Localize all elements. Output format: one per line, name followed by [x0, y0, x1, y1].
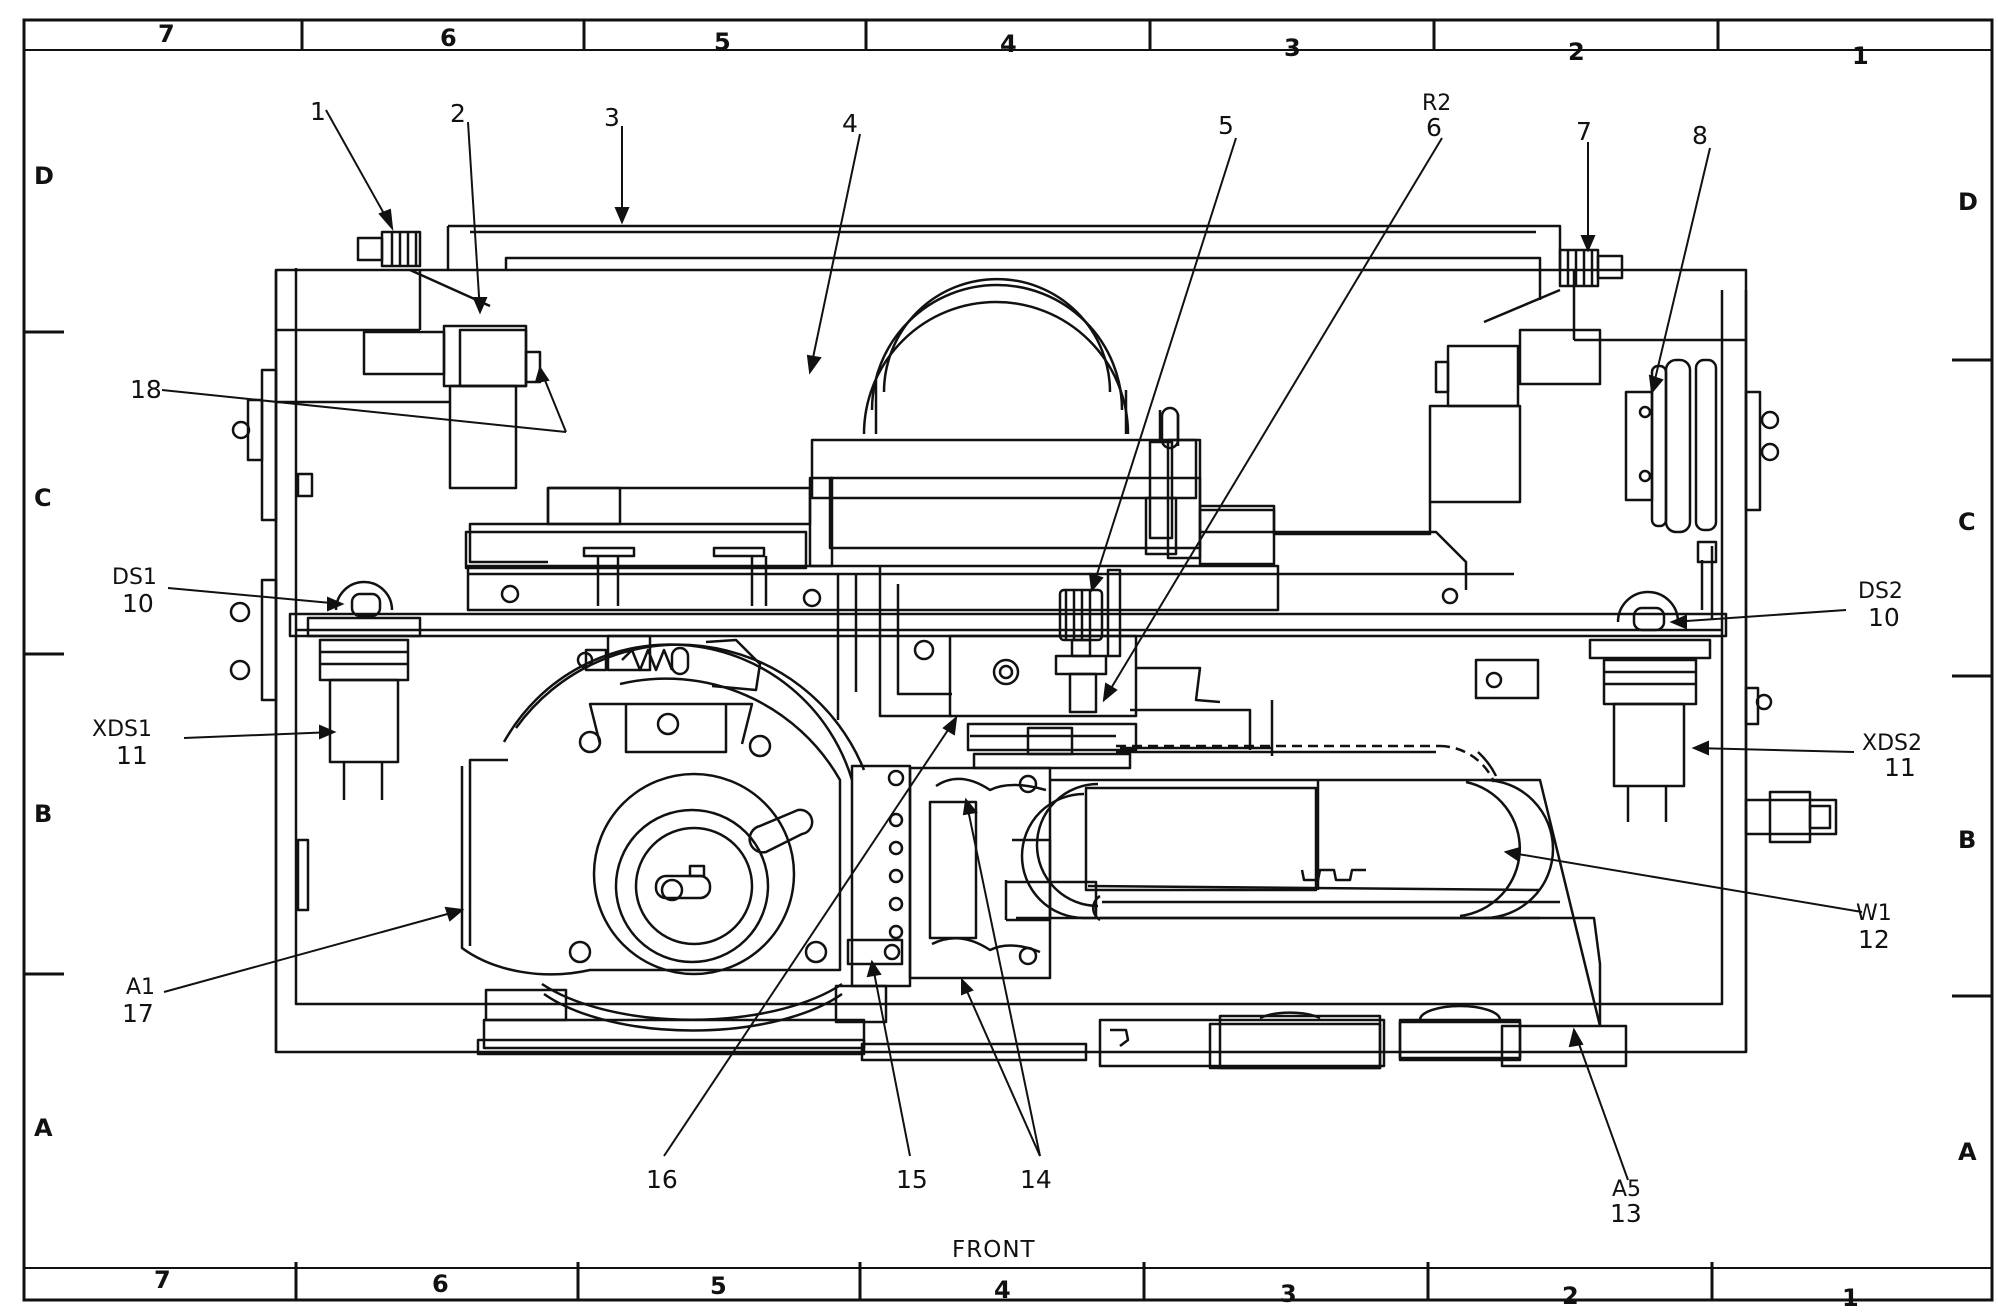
zone-top-5: 5 — [714, 28, 731, 56]
leader-lines — [161, 109, 1863, 1181]
zone-bottom-3: 3 — [1280, 1280, 1297, 1308]
leader-xds1 — [183, 731, 335, 739]
lamp-ds2 — [1588, 590, 1712, 822]
drawing-frame — [22, 18, 1994, 1302]
side-zone-ticks — [24, 330, 1992, 998]
callout-ds1-num: 10 — [122, 589, 154, 618]
leader-ds2 — [1671, 609, 1847, 623]
callout-xds1-ref: XDS1 — [92, 717, 152, 742]
central-housing — [464, 406, 1514, 720]
r2-potentiometer — [878, 566, 1274, 770]
right-side-fasteners — [1744, 390, 1838, 844]
zone-right-A: A — [1958, 1138, 1977, 1166]
chassis — [274, 224, 1748, 1054]
spring-right — [1483, 248, 1624, 324]
a1-assembly — [460, 643, 888, 1050]
tag-plate — [1474, 658, 1540, 700]
leader-a5 — [1573, 1029, 1629, 1181]
leader-a1 — [163, 909, 463, 993]
leader-6 — [1103, 137, 1443, 701]
front-label: FRONT — [952, 1237, 1036, 1263]
zone-right-D: D — [1958, 188, 1978, 216]
callout-6: 6 — [1426, 113, 1442, 142]
callout-4: 4 — [842, 109, 858, 138]
callout-5: 5 — [1218, 111, 1234, 140]
left-blocks — [276, 324, 542, 490]
callout-xds1-num: 11 — [116, 741, 148, 770]
chassis-bottom — [476, 1004, 1522, 1070]
top-drum — [862, 277, 1130, 435]
terminal-board — [846, 764, 912, 988]
zone-bottom-1: 1 — [1842, 1284, 1859, 1312]
leader-ds1 — [167, 587, 343, 605]
leader-w1 — [1505, 851, 1863, 913]
zone-right-C: C — [1958, 508, 1976, 536]
callout-1: 1 — [310, 97, 326, 126]
zone-left-B: B — [34, 800, 53, 828]
zone-bottom-6: 6 — [432, 1270, 449, 1298]
zone-left-D: D — [34, 162, 54, 190]
leader-14a — [965, 799, 1041, 1157]
zone-right-B: B — [1958, 826, 1977, 854]
a5-assembly — [1020, 744, 1628, 1070]
zone-top-1: 1 — [1852, 42, 1869, 70]
crossbar — [288, 612, 1728, 638]
callout-w1-ref: W1 — [1856, 901, 1892, 926]
right-blocks — [1428, 328, 1718, 620]
zone-top-2: 2 — [1568, 38, 1585, 66]
zone-bottom-5: 5 — [710, 1272, 727, 1300]
top-zone-ticks — [300, 20, 1720, 50]
leader-15 — [871, 961, 911, 1157]
leader-4 — [809, 133, 861, 373]
callout-14: 14 — [1020, 1165, 1052, 1194]
callout-a5-num: 13 — [1610, 1199, 1642, 1228]
leader-1 — [325, 109, 393, 229]
callout-a5-ref: A5 — [1612, 1177, 1642, 1202]
left-side-fasteners — [229, 368, 314, 912]
zone-top-3: 3 — [1284, 34, 1301, 62]
callout-a1-ref: A1 — [126, 975, 156, 1000]
module-14 — [908, 766, 1098, 980]
leader-xds2 — [1693, 747, 1855, 753]
bottom-zone-ticks — [294, 1262, 1714, 1300]
callout-a1-num: 17 — [122, 999, 154, 1028]
callout-15: 15 — [896, 1165, 928, 1194]
zone-bottom-7: 7 — [154, 1266, 171, 1294]
bar-screws — [500, 546, 1459, 608]
callout-w1-num: 12 — [1858, 925, 1890, 954]
zone-top-6: 6 — [440, 24, 457, 52]
zone-left-A: A — [34, 1114, 53, 1142]
leader-8 — [1651, 147, 1711, 393]
callout-ds2-ref: DS2 — [1858, 579, 1903, 604]
lamp-ds1 — [306, 580, 422, 800]
callout-18: 18 — [130, 375, 162, 404]
callout-6-ref: R2 — [1422, 91, 1452, 116]
zone-left-C: C — [34, 484, 52, 512]
callout-xds2-num: 11 — [1884, 753, 1916, 782]
callout-7: 7 — [1576, 117, 1592, 146]
zone-top-7: 7 — [158, 20, 175, 48]
callout-2: 2 — [450, 99, 466, 128]
callout-ds2-num: 10 — [1868, 603, 1900, 632]
leader-16 — [663, 717, 957, 1157]
zone-bottom-4: 4 — [994, 1276, 1011, 1304]
callout-ds1-ref: DS1 — [112, 565, 157, 590]
callout-xds2-ref: XDS2 — [1862, 731, 1922, 756]
callout-3: 3 — [604, 103, 620, 132]
leader-14b — [961, 979, 1041, 1157]
zone-bottom-2: 2 — [1562, 1282, 1579, 1310]
callout-8: 8 — [1692, 121, 1708, 150]
leader-2 — [467, 121, 481, 313]
callout-16: 16 — [646, 1165, 678, 1194]
leader-18a — [161, 389, 567, 433]
leader-5 — [1091, 137, 1237, 591]
zone-top-4: 4 — [1000, 30, 1017, 58]
